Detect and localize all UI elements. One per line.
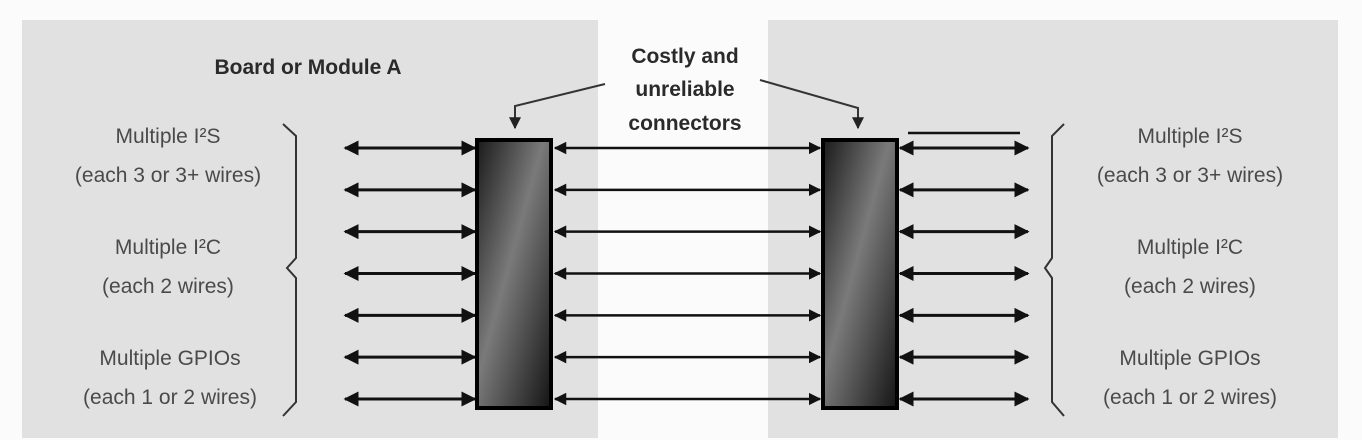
callout-line-1: Costly and: [631, 45, 738, 68]
callout-arrow-left: [509, 83, 606, 130]
left-i2s-sub: (each 3 or 3+ wires): [75, 164, 261, 187]
connector-a: [475, 138, 553, 410]
left-brace-icon: [282, 123, 297, 417]
left-i2c-label: Multiple I²C: [115, 236, 221, 259]
callout-arrow-right: [759, 79, 864, 130]
left-gpio-sub: (each 1 or 2 wires): [83, 386, 257, 409]
right-i2s-sub: (each 3 or 3+ wires): [1097, 164, 1283, 187]
board-a-title: Board or Module A: [214, 56, 401, 79]
left-i2c-sub: (each 2 wires): [102, 275, 234, 298]
signal-arrows: [343, 140, 1030, 407]
right-i2c-sub: (each 2 wires): [1124, 275, 1256, 298]
right-i2c-label: Multiple I²C: [1137, 236, 1243, 259]
right-gpio-label: Multiple GPIOs: [1119, 347, 1260, 370]
callout-line-2: unreliable: [635, 78, 734, 101]
right-brace-icon: [1043, 123, 1065, 417]
connector-b: [821, 138, 899, 410]
left-i2s-label: Multiple I²S: [115, 125, 220, 148]
callout-line-3: connectors: [628, 112, 741, 135]
left-gpio-label: Multiple GPIOs: [99, 347, 240, 370]
callout-label: Costly and unreliable connectors: [628, 45, 741, 135]
right-i2s-label: Multiple I²S: [1137, 125, 1242, 148]
right-gpio-sub: (each 1 or 2 wires): [1103, 386, 1277, 409]
